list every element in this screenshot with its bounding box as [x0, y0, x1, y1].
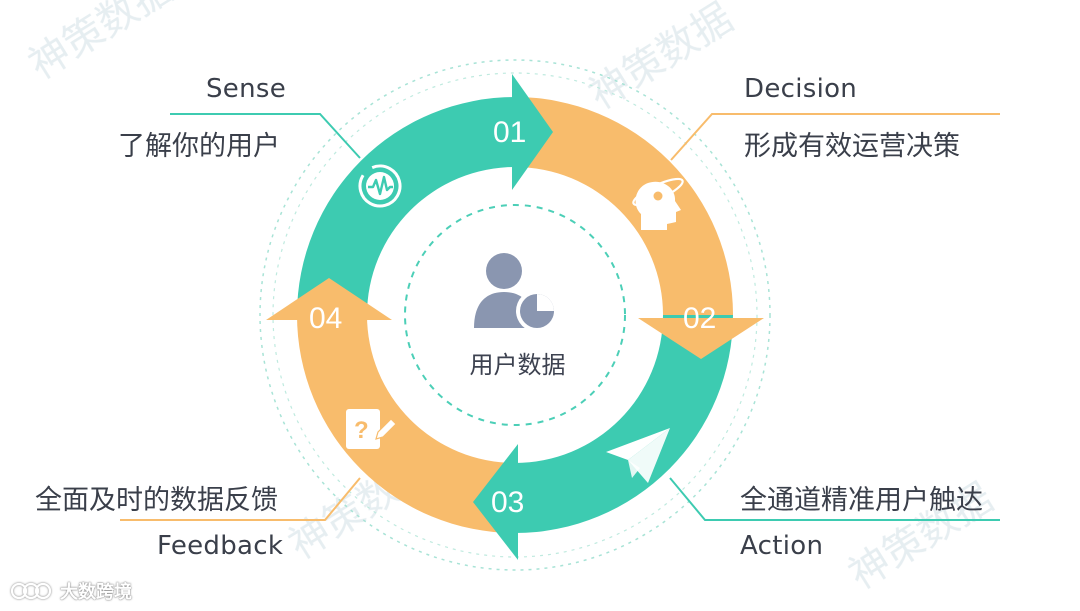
step-number-03: 03: [491, 486, 524, 519]
center-label: 用户数据: [469, 351, 566, 379]
brand-logo-icon: [10, 582, 52, 600]
segment-02-decision: [515, 97, 733, 315]
leader-line-decision: [670, 113, 1000, 161]
segment-04-feedback: [297, 315, 515, 533]
brand-name: 大数跨境: [60, 582, 132, 603]
step-01-title: Sense: [206, 74, 287, 104]
arrow-02: [638, 318, 764, 359]
outer-dashed-ring-2: [272, 72, 758, 558]
arrow-04: [266, 278, 392, 320]
leader-line-action: [669, 477, 1000, 521]
arrow-01: [512, 74, 553, 190]
outer-dashed-ring: [259, 59, 771, 571]
footer-brand: 大数跨境: [8, 578, 132, 604]
step-02-description: 形成有效运营决策: [744, 131, 960, 162]
svg-text:神策数据: 神策数据: [581, 0, 741, 118]
step-01-description: 了解你的用户: [118, 131, 280, 162]
question-note-icon: ?: [346, 409, 397, 449]
leader-line-sense: [170, 113, 361, 159]
segment-01-sense: [297, 97, 515, 315]
step-number-01: 01: [493, 116, 526, 149]
arrow-03: [473, 444, 518, 560]
step-number-04: 04: [309, 302, 342, 335]
step-number-02: 02: [683, 302, 716, 335]
step-02-title: Decision: [744, 74, 858, 104]
head-atom-icon: [632, 177, 684, 230]
step-03-description: 全通道精准用户触达: [740, 485, 983, 516]
step-04-description: 全面及时的数据反馈: [35, 485, 278, 516]
inner-dashed-ring: [404, 204, 626, 426]
leader-line-feedback: [120, 477, 361, 521]
segment-03-action: [515, 315, 733, 533]
svg-text:神策数据: 神策数据: [21, 0, 181, 88]
svg-text:?: ?: [354, 417, 369, 444]
paper-plane-icon: [606, 428, 670, 483]
step-03-title: Action: [740, 531, 824, 561]
user-data-icon: [474, 253, 558, 332]
step-04-title: Feedback: [157, 531, 284, 561]
pulse-icon: [358, 164, 402, 208]
